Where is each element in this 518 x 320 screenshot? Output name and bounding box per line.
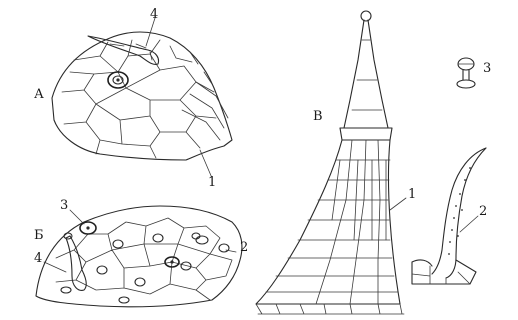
panel-a-letter: А <box>34 88 44 101</box>
panel-v-letter: В <box>313 110 323 123</box>
curved-hair <box>412 148 486 284</box>
glandular-hair-small <box>457 58 475 88</box>
callout-b-3: 3 <box>60 199 68 212</box>
callout-b-2: 2 <box>240 241 248 254</box>
callout-a-1: 1 <box>208 176 216 189</box>
panel-a-epidermis <box>52 18 232 178</box>
callout-v-3: 3 <box>483 62 491 75</box>
callout-v-2: 2 <box>479 205 487 218</box>
callout-b-4: 4 <box>34 252 42 265</box>
panel-b-epidermis <box>36 206 242 307</box>
panel-v-hair <box>256 11 406 314</box>
panel-b-letter: Б <box>34 229 44 242</box>
callout-v-1: 1 <box>408 188 416 201</box>
callout-a-4: 4 <box>150 8 158 21</box>
